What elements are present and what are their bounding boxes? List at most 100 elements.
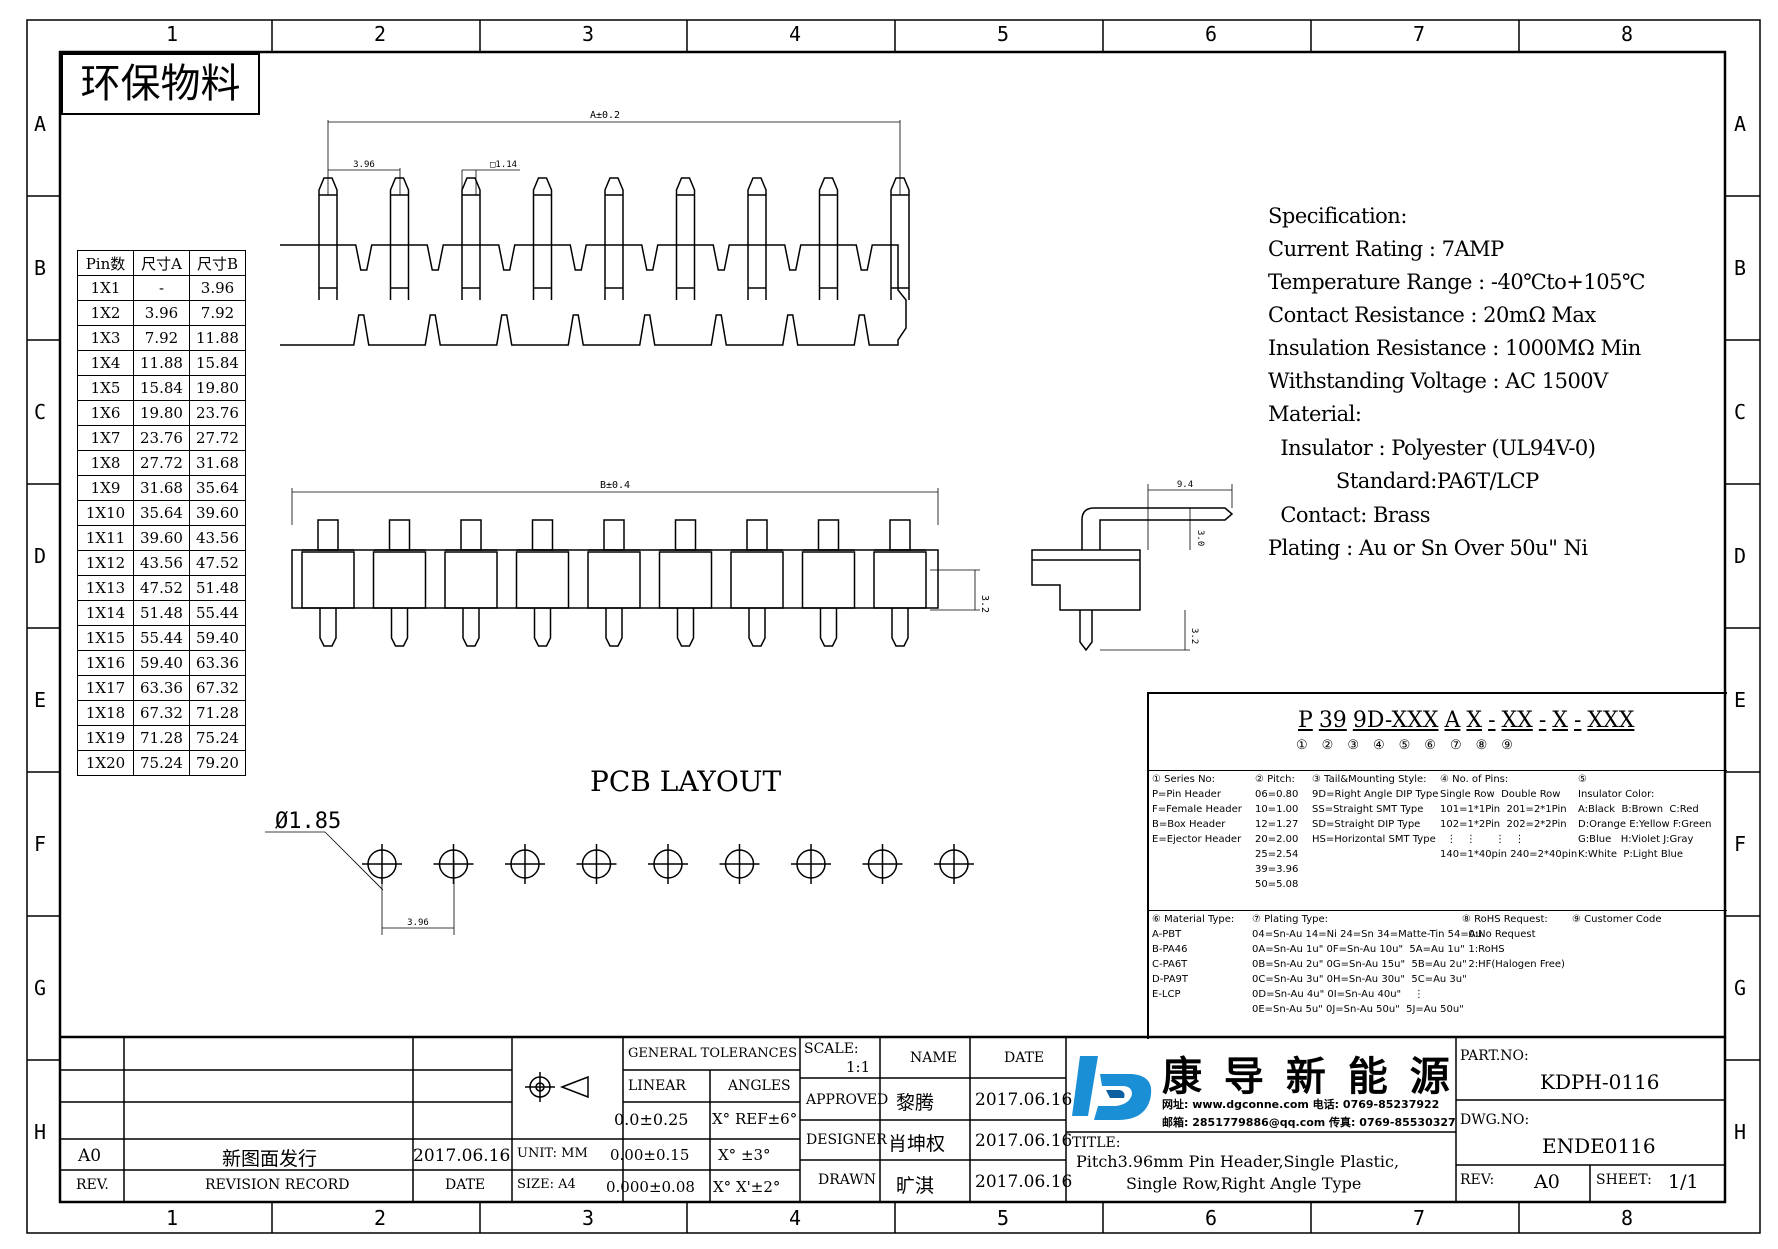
row-label: B xyxy=(1734,256,1747,280)
table-cell: 15.84 xyxy=(189,350,246,376)
pcb-pitch-label: 3.96 xyxy=(407,918,429,928)
side-top-label: 9.4 xyxy=(1177,480,1193,490)
grid-column-labels-top: 1 2 3 4 5 6 7 8 xyxy=(60,22,1725,52)
col-label: 8 xyxy=(1621,22,1634,46)
angle-tolerance-2: X° ±3° xyxy=(718,1146,771,1164)
row-label: E xyxy=(34,688,47,712)
table-cell: 55.44 xyxy=(133,625,190,651)
spec-line: Specification: xyxy=(1268,204,1407,228)
tolerance-2: 0.00±0.15 xyxy=(610,1146,690,1164)
code-marker: ② xyxy=(1321,738,1334,753)
col-label: 6 xyxy=(1205,1206,1218,1230)
table-cell: 43.56 xyxy=(133,550,190,576)
code-segment: P xyxy=(1298,708,1313,733)
part-number: KDPH-0116 xyxy=(1540,1070,1660,1094)
title-line-1: Pitch3.96mm Pin Header,Single Plastic, xyxy=(1076,1152,1400,1171)
table-cell: 51.48 xyxy=(189,575,246,601)
table-cell: 1X18 xyxy=(77,700,134,726)
col-label: 5 xyxy=(997,22,1010,46)
row-label: G xyxy=(34,976,47,1000)
code-segment: XXX xyxy=(1587,708,1635,733)
spec-line: Contact: Brass xyxy=(1268,503,1431,527)
row-label: D xyxy=(1734,544,1747,568)
code-marker: ③ xyxy=(1347,738,1359,753)
table-cell: 1X8 xyxy=(77,450,134,476)
tolerance-3: 0.000±0.08 xyxy=(606,1178,695,1196)
table-cell: 31.68 xyxy=(189,450,246,476)
table-cell: 27.72 xyxy=(133,450,190,476)
pitch-legend: ② Pitch: 06=0.80 10=1.00 12=1.27 20=2.00… xyxy=(1255,774,1299,890)
table-cell: 1X4 xyxy=(77,350,134,376)
designer-date: 2017.06.16 xyxy=(975,1131,1073,1151)
col-label: 4 xyxy=(789,1206,802,1230)
code-marker: ⑥ xyxy=(1424,738,1436,753)
date-column-label: DATE xyxy=(1004,1050,1045,1066)
row-label: E xyxy=(1734,688,1747,712)
table-cell: 35.64 xyxy=(189,475,246,501)
tolerance-1: 0.0±0.25 xyxy=(614,1110,689,1129)
drawn-date: 2017.06.16 xyxy=(975,1172,1073,1192)
pin-tail xyxy=(605,608,623,647)
pin xyxy=(389,177,410,300)
side-mid-label: 3.0 xyxy=(1195,530,1205,546)
rev-block-value: A0 xyxy=(1534,1171,1560,1193)
spec-line: Contact Resistance : 20mΩ Max xyxy=(1268,303,1596,327)
row-label: D xyxy=(34,544,47,568)
col-label: 7 xyxy=(1413,1206,1426,1230)
table-cell: 75.24 xyxy=(189,725,246,751)
grid-column-labels-bottom: 1 2 3 4 5 6 7 8 xyxy=(60,1206,1725,1232)
eco-material-stamp: 环保物料 xyxy=(61,53,260,115)
housing-body xyxy=(291,549,939,609)
side-bottom-label: 3.2 xyxy=(1189,628,1199,644)
table-cell: 19.80 xyxy=(133,400,190,426)
name-column-label: NAME xyxy=(910,1050,957,1066)
table-cell: 1X13 xyxy=(77,575,134,601)
part-code-markers: ① ② ③ ④ ⑤ ⑥ ⑦ ⑧ ⑨ xyxy=(1296,738,1513,753)
part-code-box xyxy=(1147,692,1727,1039)
approved-label: APPROVED xyxy=(806,1092,889,1108)
code-segment: - xyxy=(1538,708,1547,733)
table-header-row: Pin数 尺寸A 尺寸B xyxy=(77,250,246,276)
table-cell: 47.52 xyxy=(133,575,190,601)
col-label: 1 xyxy=(166,22,179,46)
table-cell: 7.92 xyxy=(189,300,246,326)
company-contact-email: 邮箱: 2851779886@qq.com 传真: 0769-85530327 xyxy=(1162,1116,1456,1129)
code-segment: - xyxy=(1488,708,1496,733)
col-label: 2 xyxy=(374,22,387,46)
company-name: 康 导 新 能 源 xyxy=(1162,1054,1454,1100)
part-code-pattern: P 39 9D-XXX A X - XX - X - XXX xyxy=(1298,708,1634,733)
size-label: SIZE: A4 xyxy=(517,1177,576,1192)
row-label: A xyxy=(1734,112,1747,136)
title-line-2: Single Row,Right Angle Type xyxy=(1126,1174,1362,1193)
pin xyxy=(747,177,767,300)
rev-label: REV. xyxy=(76,1177,109,1193)
col-label: 3 xyxy=(582,1206,595,1230)
front-view-drawing: B±0.4 3.2 xyxy=(291,480,990,647)
spec-line: Current Rating : 7AMP xyxy=(1268,237,1504,261)
table-header: Pin数 xyxy=(77,250,134,276)
row-label: A xyxy=(34,112,47,136)
designer-name: 肖坤权 xyxy=(888,1133,946,1155)
spec-line: Temperature Range : -40℃to+105℃ xyxy=(1268,270,1645,294)
approved-date: 2017.06.16 xyxy=(975,1090,1073,1110)
designer-label: DESIGNER xyxy=(806,1132,887,1148)
pin xyxy=(818,177,839,300)
table-cell: - xyxy=(133,275,190,301)
code-segment: A xyxy=(1444,708,1461,733)
pin-tail xyxy=(319,608,337,647)
side-view-drawing: 9.4 3.0 3.2 xyxy=(1031,480,1234,652)
table-row: 1X1-3.96 xyxy=(77,275,246,301)
pin-tail xyxy=(390,608,409,647)
table-cell: 1X14 xyxy=(77,600,134,626)
code-segment: 39 xyxy=(1318,708,1347,733)
date-label: DATE xyxy=(445,1177,486,1193)
